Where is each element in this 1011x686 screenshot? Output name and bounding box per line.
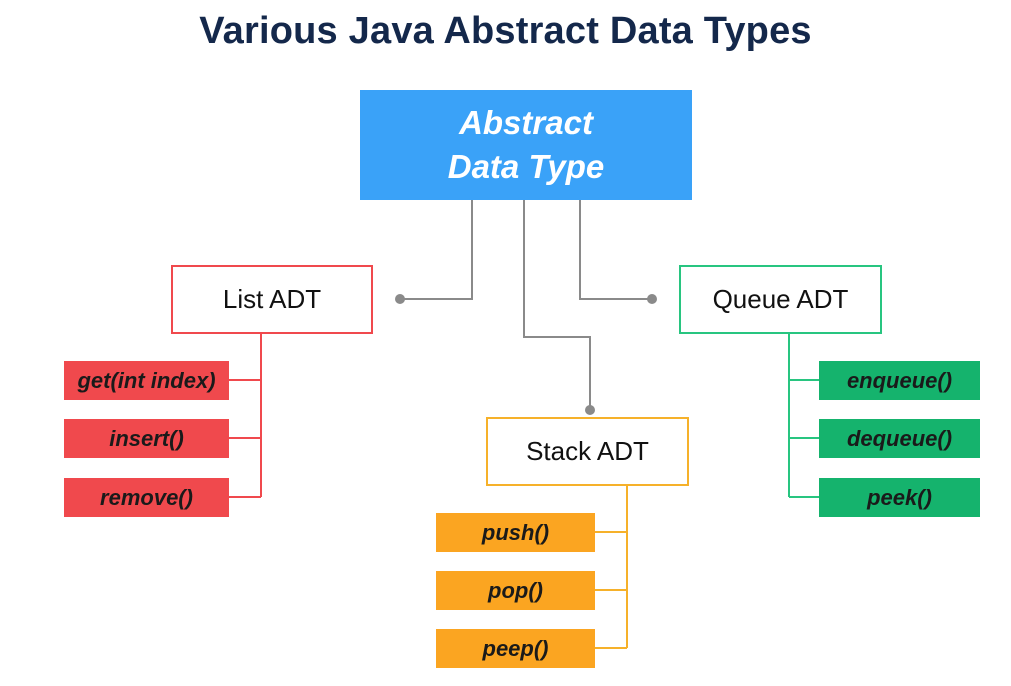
connector-dot-list: [395, 294, 405, 304]
list-adt-box: List ADT: [171, 265, 373, 334]
list-op-remove: remove(): [64, 478, 229, 517]
connector-dot-queue: [647, 294, 657, 304]
queue-op-enqueue: enqueue(): [819, 361, 980, 400]
queue-op-dequeue: dequeue(): [819, 419, 980, 458]
stack-op-pop: pop(): [436, 571, 595, 610]
stack-op-peep: peep(): [436, 629, 595, 668]
connector-dot-stack: [585, 405, 595, 415]
stack-op-push: push(): [436, 513, 595, 552]
queue-branch-lines: [788, 334, 819, 498]
list-op-get: get(int index): [64, 361, 229, 400]
list-op-insert: insert(): [64, 419, 229, 458]
list-branch-lines: [229, 334, 262, 498]
stack-adt-box: Stack ADT: [486, 417, 689, 486]
connector-root-list: [400, 200, 473, 300]
queue-op-peek: peek(): [819, 478, 980, 517]
queue-adt-box: Queue ADT: [679, 265, 882, 334]
stack-branch-lines: [595, 486, 628, 649]
diagram-title: Various Java Abstract Data Types: [199, 10, 812, 52]
connector-root-queue: [579, 200, 652, 300]
root-label-line1: Abstract: [459, 104, 593, 141]
connector-root-stack: [523, 200, 591, 410]
abstract-data-type-box: Abstract Data Type: [360, 90, 692, 200]
root-label-line2: Data Type: [447, 148, 605, 185]
